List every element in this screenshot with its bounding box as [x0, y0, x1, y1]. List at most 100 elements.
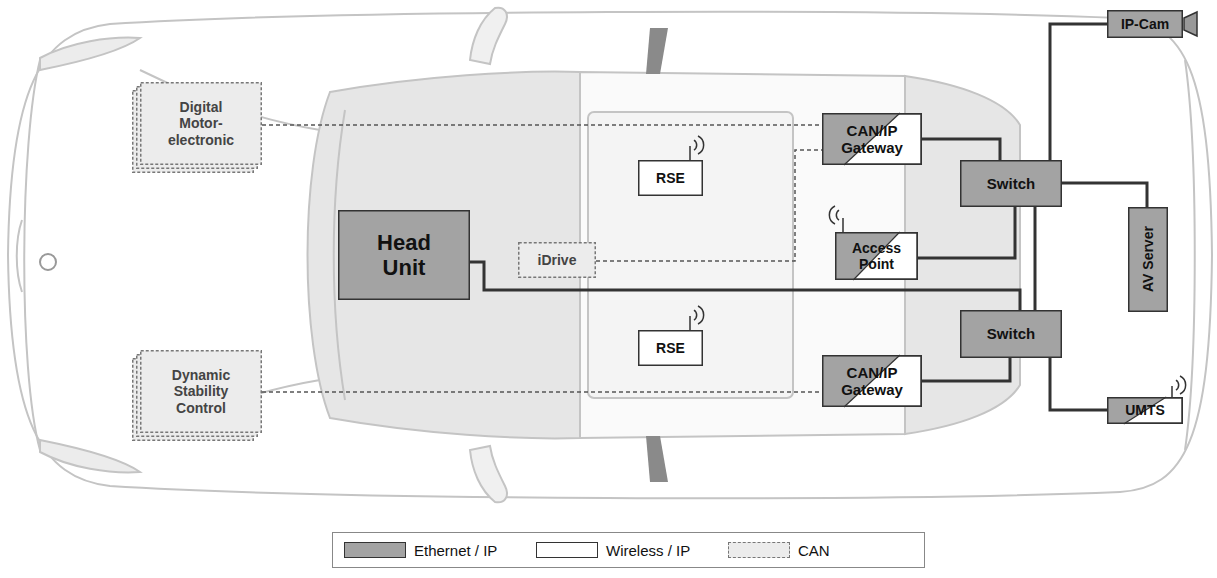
headlight	[40, 440, 140, 472]
camera-box: IP-Cam	[1107, 10, 1183, 38]
box-outline	[961, 161, 1062, 207]
box-outline	[1129, 208, 1168, 312]
node-label: iDrive	[538, 252, 577, 268]
box-outline	[823, 356, 922, 407]
node-text: CAN/IP Gateway	[832, 364, 912, 399]
node-text: Switch	[987, 325, 1035, 342]
antenna-symbol	[1172, 376, 1186, 398]
box-outline	[823, 114, 922, 165]
box-outline	[1108, 397, 1183, 423]
node-text: RSE	[656, 170, 685, 186]
split-fill	[1107, 397, 1166, 424]
network-link	[1050, 24, 1107, 160]
antenna-symbol	[690, 136, 704, 160]
b-pillar	[646, 436, 668, 482]
box-outline	[639, 161, 703, 196]
camera-lens	[1184, 12, 1197, 36]
rear-window	[905, 76, 1020, 434]
network-link	[262, 124, 822, 126]
box-outline	[823, 114, 922, 165]
antenna-symbol	[690, 306, 704, 330]
legend-item: Ethernet / IP	[344, 533, 497, 567]
network-link	[922, 139, 1000, 160]
can-ecu-stack: Dynamic Stability Control	[140, 350, 262, 433]
windshield	[308, 72, 581, 439]
box-outline	[141, 83, 262, 165]
node-text: IP-Cam	[1121, 16, 1169, 32]
access-point-box: Access Point	[835, 232, 918, 280]
node-label: RSE	[656, 340, 685, 356]
node-label: UMTS	[1125, 402, 1165, 418]
sunroof	[588, 112, 793, 398]
network-link	[1034, 207, 1037, 310]
legend-swatch	[536, 542, 598, 558]
head-unit-box: Head Unit	[338, 210, 470, 300]
network-link	[922, 358, 1010, 381]
node-label: Head Unit	[359, 230, 449, 281]
box-outline	[1108, 397, 1183, 423]
server-box: AV Server	[1128, 207, 1168, 312]
can-ecu-stack: Digital Motor-electronic	[140, 82, 262, 165]
network-link	[262, 391, 822, 393]
box-outline	[961, 311, 1062, 358]
box-outline	[823, 356, 922, 407]
legend-swatch	[728, 542, 790, 558]
network-link	[1062, 183, 1147, 207]
node-text: RSE	[656, 340, 685, 356]
gateway-box: CAN/IP Gateway	[822, 355, 922, 407]
node-label: Switch	[987, 325, 1035, 342]
gateway-box: CAN/IP Gateway	[822, 113, 922, 165]
antenna-symbol	[829, 206, 843, 232]
legend-label: Ethernet / IP	[414, 542, 497, 559]
can-box: iDrive	[518, 242, 596, 278]
box-outline	[141, 351, 262, 433]
wireless-box: RSE	[638, 330, 703, 366]
node-text: Dynamic Stability Control	[160, 367, 242, 415]
node-text: UMTS	[1125, 402, 1165, 418]
node-text: Access Point	[847, 240, 907, 272]
switch-box: Switch	[960, 310, 1062, 358]
node-text: CAN/IP Gateway	[832, 122, 912, 157]
node-label: RSE	[656, 170, 685, 186]
legend-label: Wireless / IP	[606, 542, 690, 559]
switch-box: Switch	[960, 160, 1062, 207]
node-text: Head Unit	[359, 230, 449, 281]
node-text: iDrive	[538, 252, 577, 268]
box-outline	[1108, 11, 1183, 38]
box-outline	[639, 331, 703, 366]
network-link	[596, 150, 822, 261]
node-text: AV Server	[1115, 251, 1181, 267]
legend-item: Wireless / IP	[536, 533, 690, 567]
node-label: CAN/IP Gateway	[832, 364, 912, 399]
box-outline	[836, 233, 918, 280]
network-link	[1050, 358, 1107, 410]
box-outline	[519, 243, 596, 278]
wireless-box: RSE	[638, 160, 703, 196]
node-label: Access Point	[847, 240, 907, 272]
legend-swatch	[344, 542, 406, 558]
car-body	[8, 12, 1212, 499]
box-outline	[339, 211, 470, 300]
box-outline	[836, 233, 918, 280]
node-label: Digital Motor-electronic	[160, 99, 242, 147]
grille	[17, 220, 22, 292]
front-bumper	[24, 60, 40, 450]
split-diagonal	[1124, 397, 1167, 424]
node-label: Dynamic Stability Control	[160, 367, 242, 415]
trunk-line	[1185, 60, 1195, 450]
node-text: Switch	[987, 175, 1035, 192]
network-link	[918, 207, 1015, 258]
headlight	[40, 38, 140, 70]
node-label: Switch	[987, 175, 1035, 192]
legend-box: Ethernet / IP Wireless / IP CAN	[332, 532, 925, 568]
modem-box: UMTS	[1107, 397, 1183, 424]
node-label: AV Server	[1140, 227, 1156, 293]
node-label: IP-Cam	[1121, 16, 1169, 32]
b-pillar	[646, 28, 668, 74]
legend-item: CAN	[728, 533, 830, 567]
mirror	[470, 446, 507, 502]
mirror	[470, 8, 507, 64]
node-text: Digital Motor-electronic	[160, 99, 242, 147]
node-label: CAN/IP Gateway	[832, 122, 912, 157]
